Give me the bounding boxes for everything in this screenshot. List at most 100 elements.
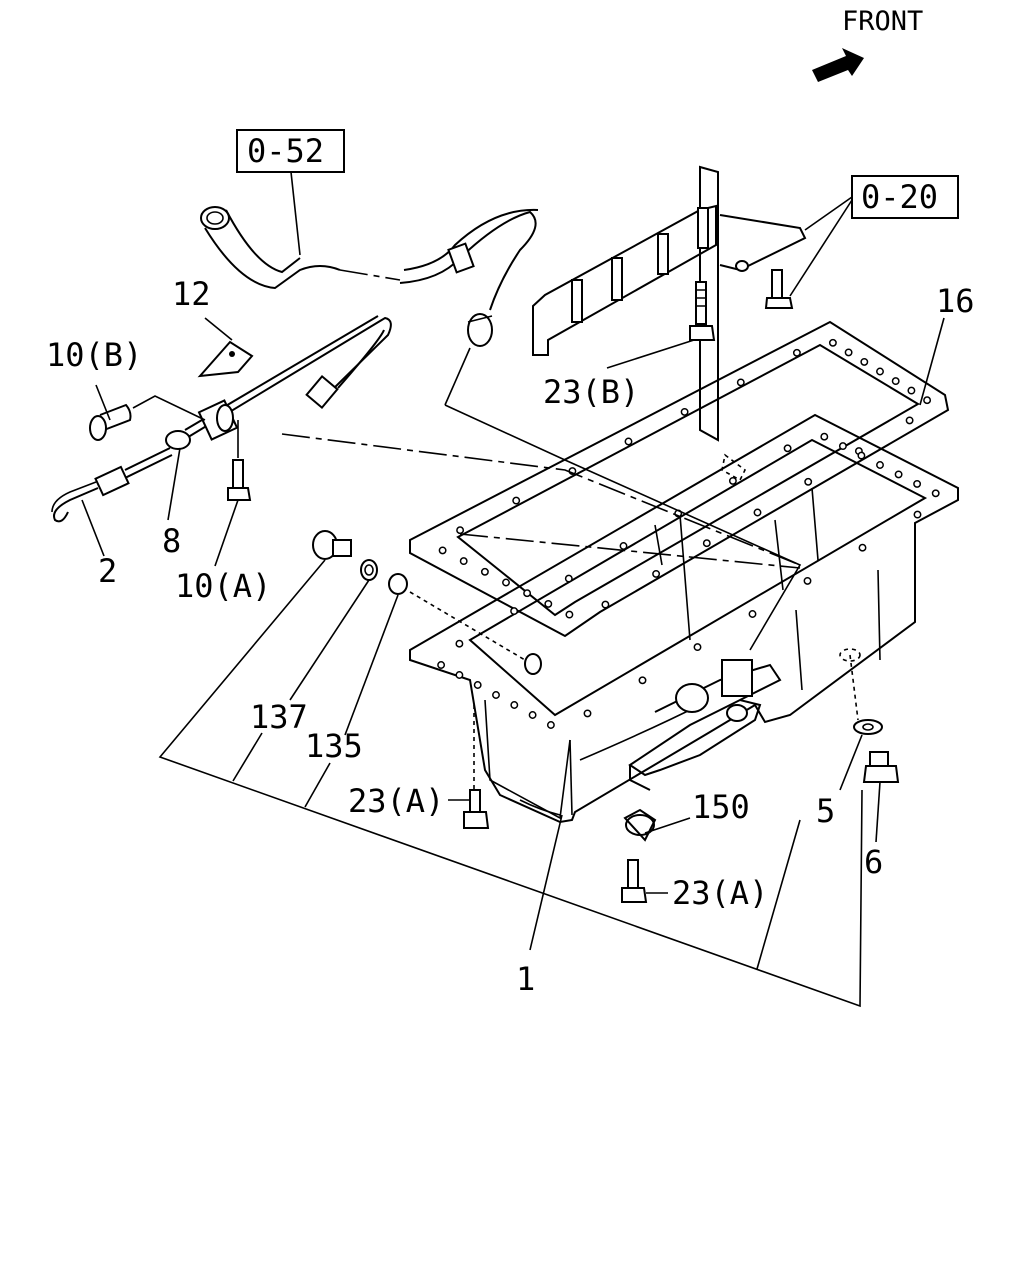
bolt-hole — [510, 701, 519, 709]
bolt-hole — [455, 671, 464, 679]
leader-137 — [289, 579, 370, 701]
bolt-hole — [583, 709, 592, 718]
bolt-hole — [792, 348, 801, 357]
oil-suction-pipe — [200, 206, 539, 347]
bolt-hole — [753, 508, 762, 517]
bolt-hole — [523, 589, 532, 598]
oil-pan-gasket — [409, 320, 950, 638]
callout-150: 150 — [692, 788, 750, 826]
bolt-hole — [728, 476, 737, 485]
bolt-23b — [606, 281, 716, 369]
front-label: FRONT — [842, 6, 923, 37]
bolt-hole — [638, 676, 647, 685]
leader-8 — [167, 447, 181, 521]
ref-box-0-20: 0-20 — [789, 175, 959, 297]
bolt-hole — [502, 578, 510, 587]
bolt-23a-lower — [621, 859, 668, 903]
bolt-hole — [860, 357, 869, 366]
leader-137b — [232, 732, 263, 782]
bolt-hole — [480, 567, 489, 576]
leader-135 — [344, 594, 399, 736]
bolt-hole — [828, 338, 837, 347]
leader-pipe-2 — [444, 347, 471, 406]
bolt-hole — [565, 610, 574, 619]
bolt-hole — [804, 477, 813, 486]
bolt-hole — [544, 599, 553, 608]
front-indicator: FRONT — [812, 6, 923, 82]
bracket-12 — [197, 317, 254, 378]
bolt-hole — [748, 610, 757, 618]
bolt-hole — [456, 526, 465, 535]
bolt-hole — [492, 691, 500, 699]
bolt-hole — [564, 574, 573, 583]
callout-8: 8 — [162, 522, 181, 560]
bolt-hole — [736, 378, 745, 387]
leader-1 — [529, 814, 563, 951]
bolt-hole — [437, 661, 446, 669]
leader-frame-137 — [158, 559, 863, 1008]
bolt-hole — [876, 367, 884, 376]
callout-10a: 10(A) — [175, 567, 271, 605]
callout-10b: 10(B) — [46, 336, 142, 374]
bolt-hole — [905, 416, 914, 425]
bolt-hole — [438, 546, 447, 555]
bolt-hole — [528, 711, 537, 719]
bolt-hole — [931, 489, 940, 498]
ref-0-52-label: 0-52 — [247, 132, 324, 170]
bolt-hole — [693, 643, 702, 652]
front-arrow-icon — [812, 48, 864, 82]
bolt-hole — [820, 432, 829, 441]
leader-2 — [81, 499, 105, 557]
leader-135b — [304, 762, 331, 808]
bolt-hole — [473, 681, 482, 689]
bolt-hole — [624, 437, 633, 446]
leader-16 — [919, 317, 945, 406]
callout-23b: 23(B) — [543, 373, 639, 411]
bolt-0-20 — [764, 269, 794, 309]
callout-16: 16 — [936, 282, 975, 320]
ref-0-20-label: 0-20 — [861, 178, 938, 216]
bolt-hole — [680, 407, 689, 416]
leader-pipe — [444, 404, 802, 651]
bolt-hole — [858, 543, 867, 552]
callout-137: 137 — [250, 698, 308, 736]
baffle-bracket — [532, 165, 807, 482]
bolt-hole — [913, 479, 922, 488]
bolt-hole — [619, 542, 628, 550]
callout-23a-lower: 23(A) — [672, 874, 768, 912]
bolt-10a — [214, 420, 252, 567]
ref-box-0-52: 0-52 — [236, 129, 345, 256]
bolt-hole — [803, 576, 812, 585]
callout-5: 5 — [816, 792, 835, 830]
bolt-hole — [857, 451, 866, 460]
bolt-hole — [876, 461, 884, 469]
callout-6: 6 — [864, 843, 883, 881]
callout-1: 1 — [516, 960, 535, 998]
bolt-hole — [838, 442, 847, 451]
bolt-hole — [913, 510, 922, 519]
bolt-hole — [923, 396, 932, 405]
bolt-23a-upper — [448, 705, 490, 829]
callout-2: 2 — [98, 552, 117, 590]
bolt-10b — [89, 384, 206, 441]
bolt-hole — [702, 539, 711, 548]
bolt-hole — [783, 444, 792, 453]
drain-plug-left — [312, 530, 542, 675]
callout-23a-upper: 23(A) — [348, 782, 444, 820]
leader-5 — [756, 819, 801, 970]
gauge-center-line — [281, 433, 801, 566]
bolt-hole — [512, 496, 521, 505]
bolt-hole — [510, 607, 519, 616]
bolt-hole — [601, 600, 610, 609]
bolt-hole — [844, 348, 853, 357]
level-gauge-assembly — [51, 315, 392, 523]
drain-plug-right — [839, 654, 900, 843]
bolt-hole — [894, 470, 903, 479]
bolt-hole — [907, 386, 916, 395]
bolt-hole — [546, 721, 555, 729]
bolt-hole — [459, 557, 468, 566]
pan-center-line — [459, 533, 801, 569]
bolt-hole — [652, 569, 661, 578]
bolt-hole — [891, 377, 900, 386]
